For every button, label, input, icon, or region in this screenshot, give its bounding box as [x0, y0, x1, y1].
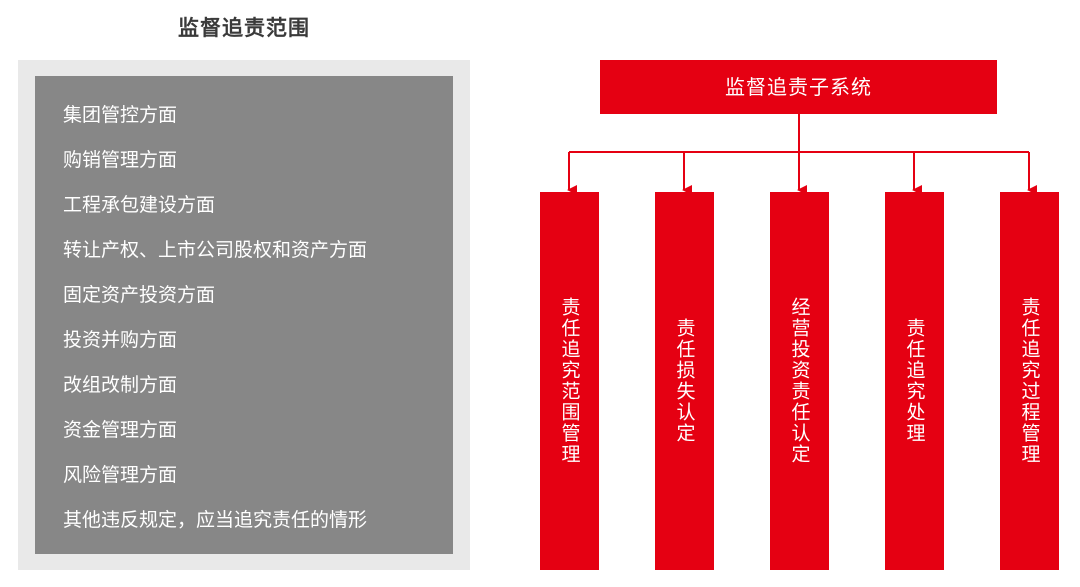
root-node: 监督追责子系统: [600, 60, 997, 114]
scope-title: 监督追责范围: [178, 16, 310, 40]
scope-item-other: 其他违反规定，应当追究责任的情形: [63, 509, 368, 531]
scope-item-construction: 工程承包建设方面: [63, 194, 216, 216]
child-node-loss-determination: 责任损失认定: [655, 192, 714, 570]
child-node-process-management: 责任追究过程管理: [1000, 192, 1059, 570]
scope-panel: 集团管控方面 购销管理方面 工程承包建设方面 转让产权、上市公司股权和资产方面 …: [35, 76, 453, 554]
child-node-investment-liability: 经营投资责任认定: [770, 192, 829, 570]
scope-item-equity-transfer: 转让产权、上市公司股权和资产方面: [63, 239, 368, 261]
scope-list: 集团管控方面 购销管理方面 工程承包建设方面 转让产权、上市公司股权和资产方面 …: [63, 100, 453, 550]
scope-item-funds: 资金管理方面: [63, 419, 178, 441]
scope-item-fixed-assets: 固定资产投资方面: [63, 284, 216, 306]
scope-item-restructuring: 改组改制方面: [63, 374, 178, 396]
child-node-label: 经营投资责任认定: [788, 297, 811, 465]
child-node-scope-management: 责任追究范围管理: [540, 192, 599, 570]
scope-item-risk: 风险管理方面: [63, 464, 178, 486]
scope-item-group-control: 集团管控方面: [63, 104, 178, 126]
child-node-accountability-handling: 责任追究处理: [885, 192, 944, 570]
child-node-label: 责任追究处理: [903, 318, 926, 444]
scope-item-purchase-sales: 购销管理方面: [63, 149, 178, 171]
child-node-label: 责任追究过程管理: [1018, 297, 1041, 465]
child-node-label: 责任追究范围管理: [558, 297, 581, 465]
child-node-label: 责任损失认定: [673, 318, 696, 444]
scope-item-mergers: 投资并购方面: [63, 329, 178, 351]
